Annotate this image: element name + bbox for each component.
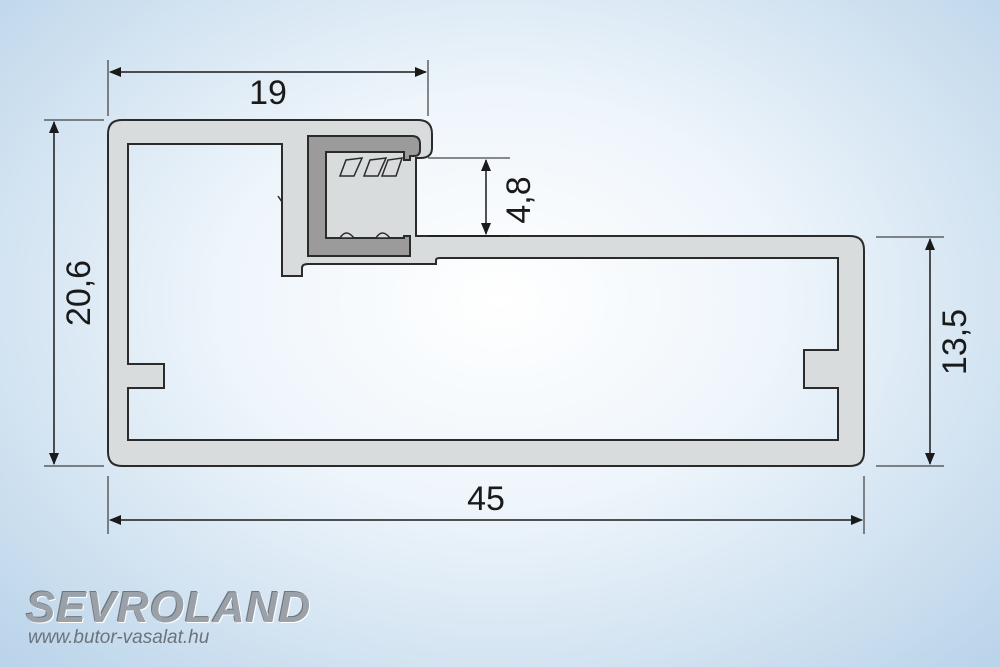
extension-lines xyxy=(44,60,944,534)
dim-label-bottom-width: 45 xyxy=(467,480,505,518)
dim-label-left-height: 20,6 xyxy=(60,260,98,326)
dimension-lines xyxy=(49,67,935,525)
dim-label-top-width: 19 xyxy=(249,74,287,112)
gasket-lips xyxy=(338,157,404,239)
brand-url: www.butor-vasalat.hu xyxy=(28,627,210,648)
aluminum-profile xyxy=(107,119,865,467)
dim-label-right-height: 13,5 xyxy=(936,309,974,375)
dim-label-groove-depth: 4,8 xyxy=(500,176,538,223)
brand-logo: SEVROLAND xyxy=(26,583,312,632)
